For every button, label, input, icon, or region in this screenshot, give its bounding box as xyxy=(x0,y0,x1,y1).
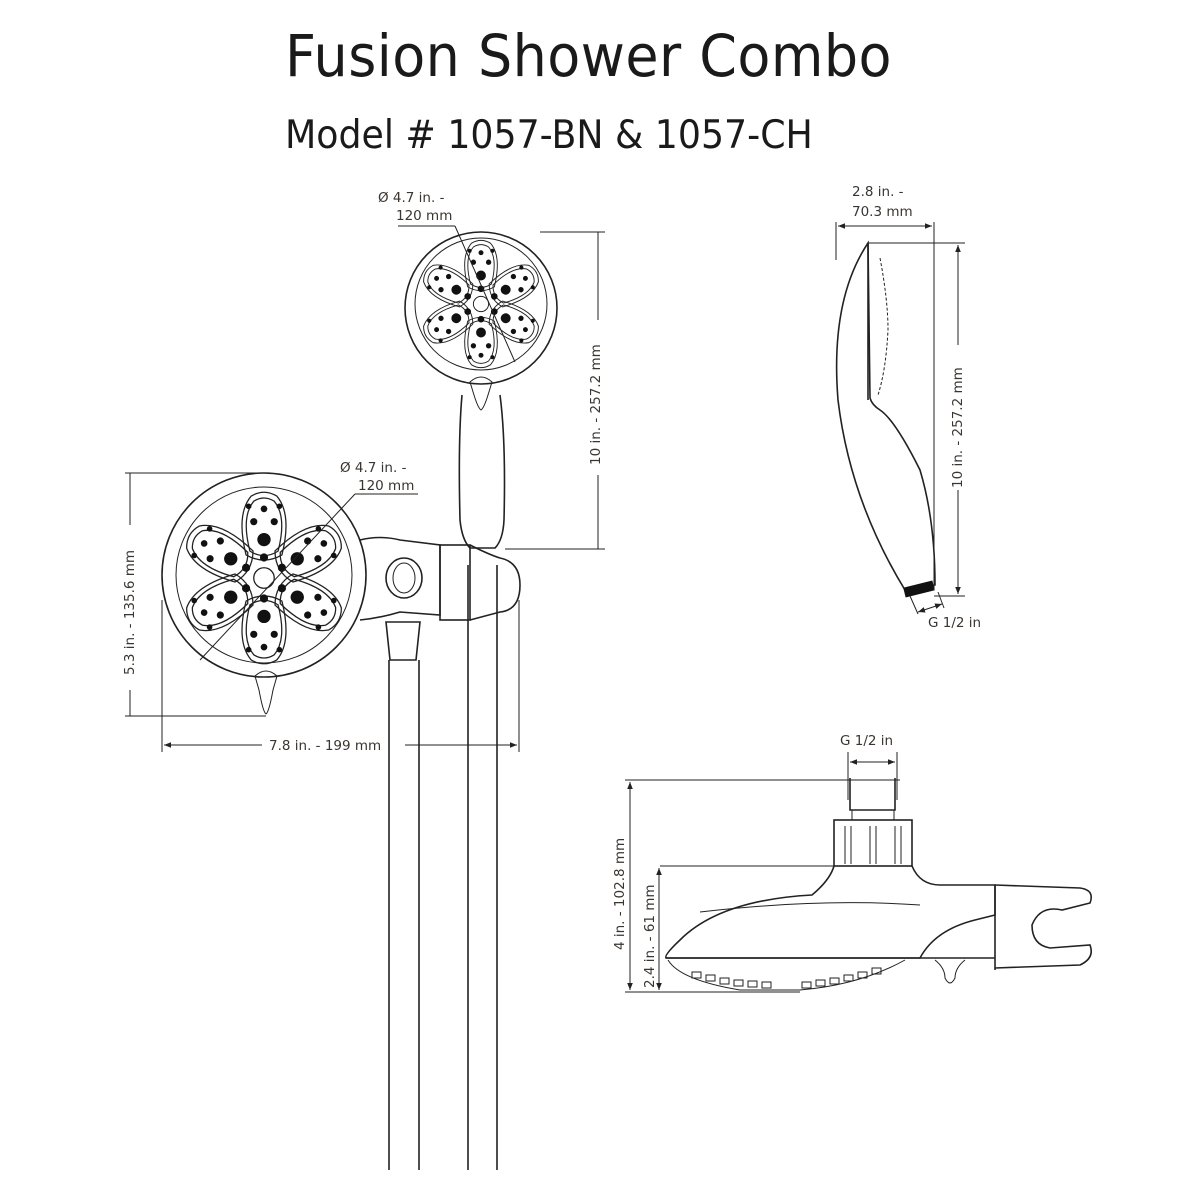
handheld-thread-label: G 1/2 in xyxy=(928,615,981,631)
handheld-depth-mm: 70.3 mm xyxy=(852,204,913,220)
fixed-head-body-height-label: 2.4 in. - 61 mm xyxy=(642,884,658,988)
fixed-head-thread-label: G 1/2 in xyxy=(840,733,893,749)
handheld-diameter-in: Ø 4.7 in. - xyxy=(378,190,445,206)
fixed-head-front-view xyxy=(125,472,521,752)
fixed-head-diameter-in: Ø 4.7 in. - xyxy=(340,460,407,476)
page-title: Fusion Shower Combo xyxy=(285,22,893,90)
fixed-head-width-label: 7.8 in. - 199 mm xyxy=(269,738,381,754)
handheld-side-height-label: 10 in. - 257.2 mm xyxy=(950,367,966,488)
handheld-depth-in: 2.8 in. - xyxy=(852,184,904,200)
handheld-front-view xyxy=(398,225,605,550)
fixed-head-side-view xyxy=(625,752,1093,993)
model-number: Model # 1057-BN & 1057-CH xyxy=(285,113,813,158)
fixed-head-height-label: 5.3 in. - 135.6 mm xyxy=(122,550,138,675)
handheld-diameter-mm: 120 mm xyxy=(396,208,452,224)
fixed-head-total-height-label: 4 in. - 102.8 mm xyxy=(612,838,628,950)
hose xyxy=(388,565,498,1170)
handheld-side-view xyxy=(835,222,965,615)
handheld-height-label: 10 in. - 257.2 mm xyxy=(588,344,604,465)
fixed-head-diameter-mm: 120 mm xyxy=(358,478,414,494)
